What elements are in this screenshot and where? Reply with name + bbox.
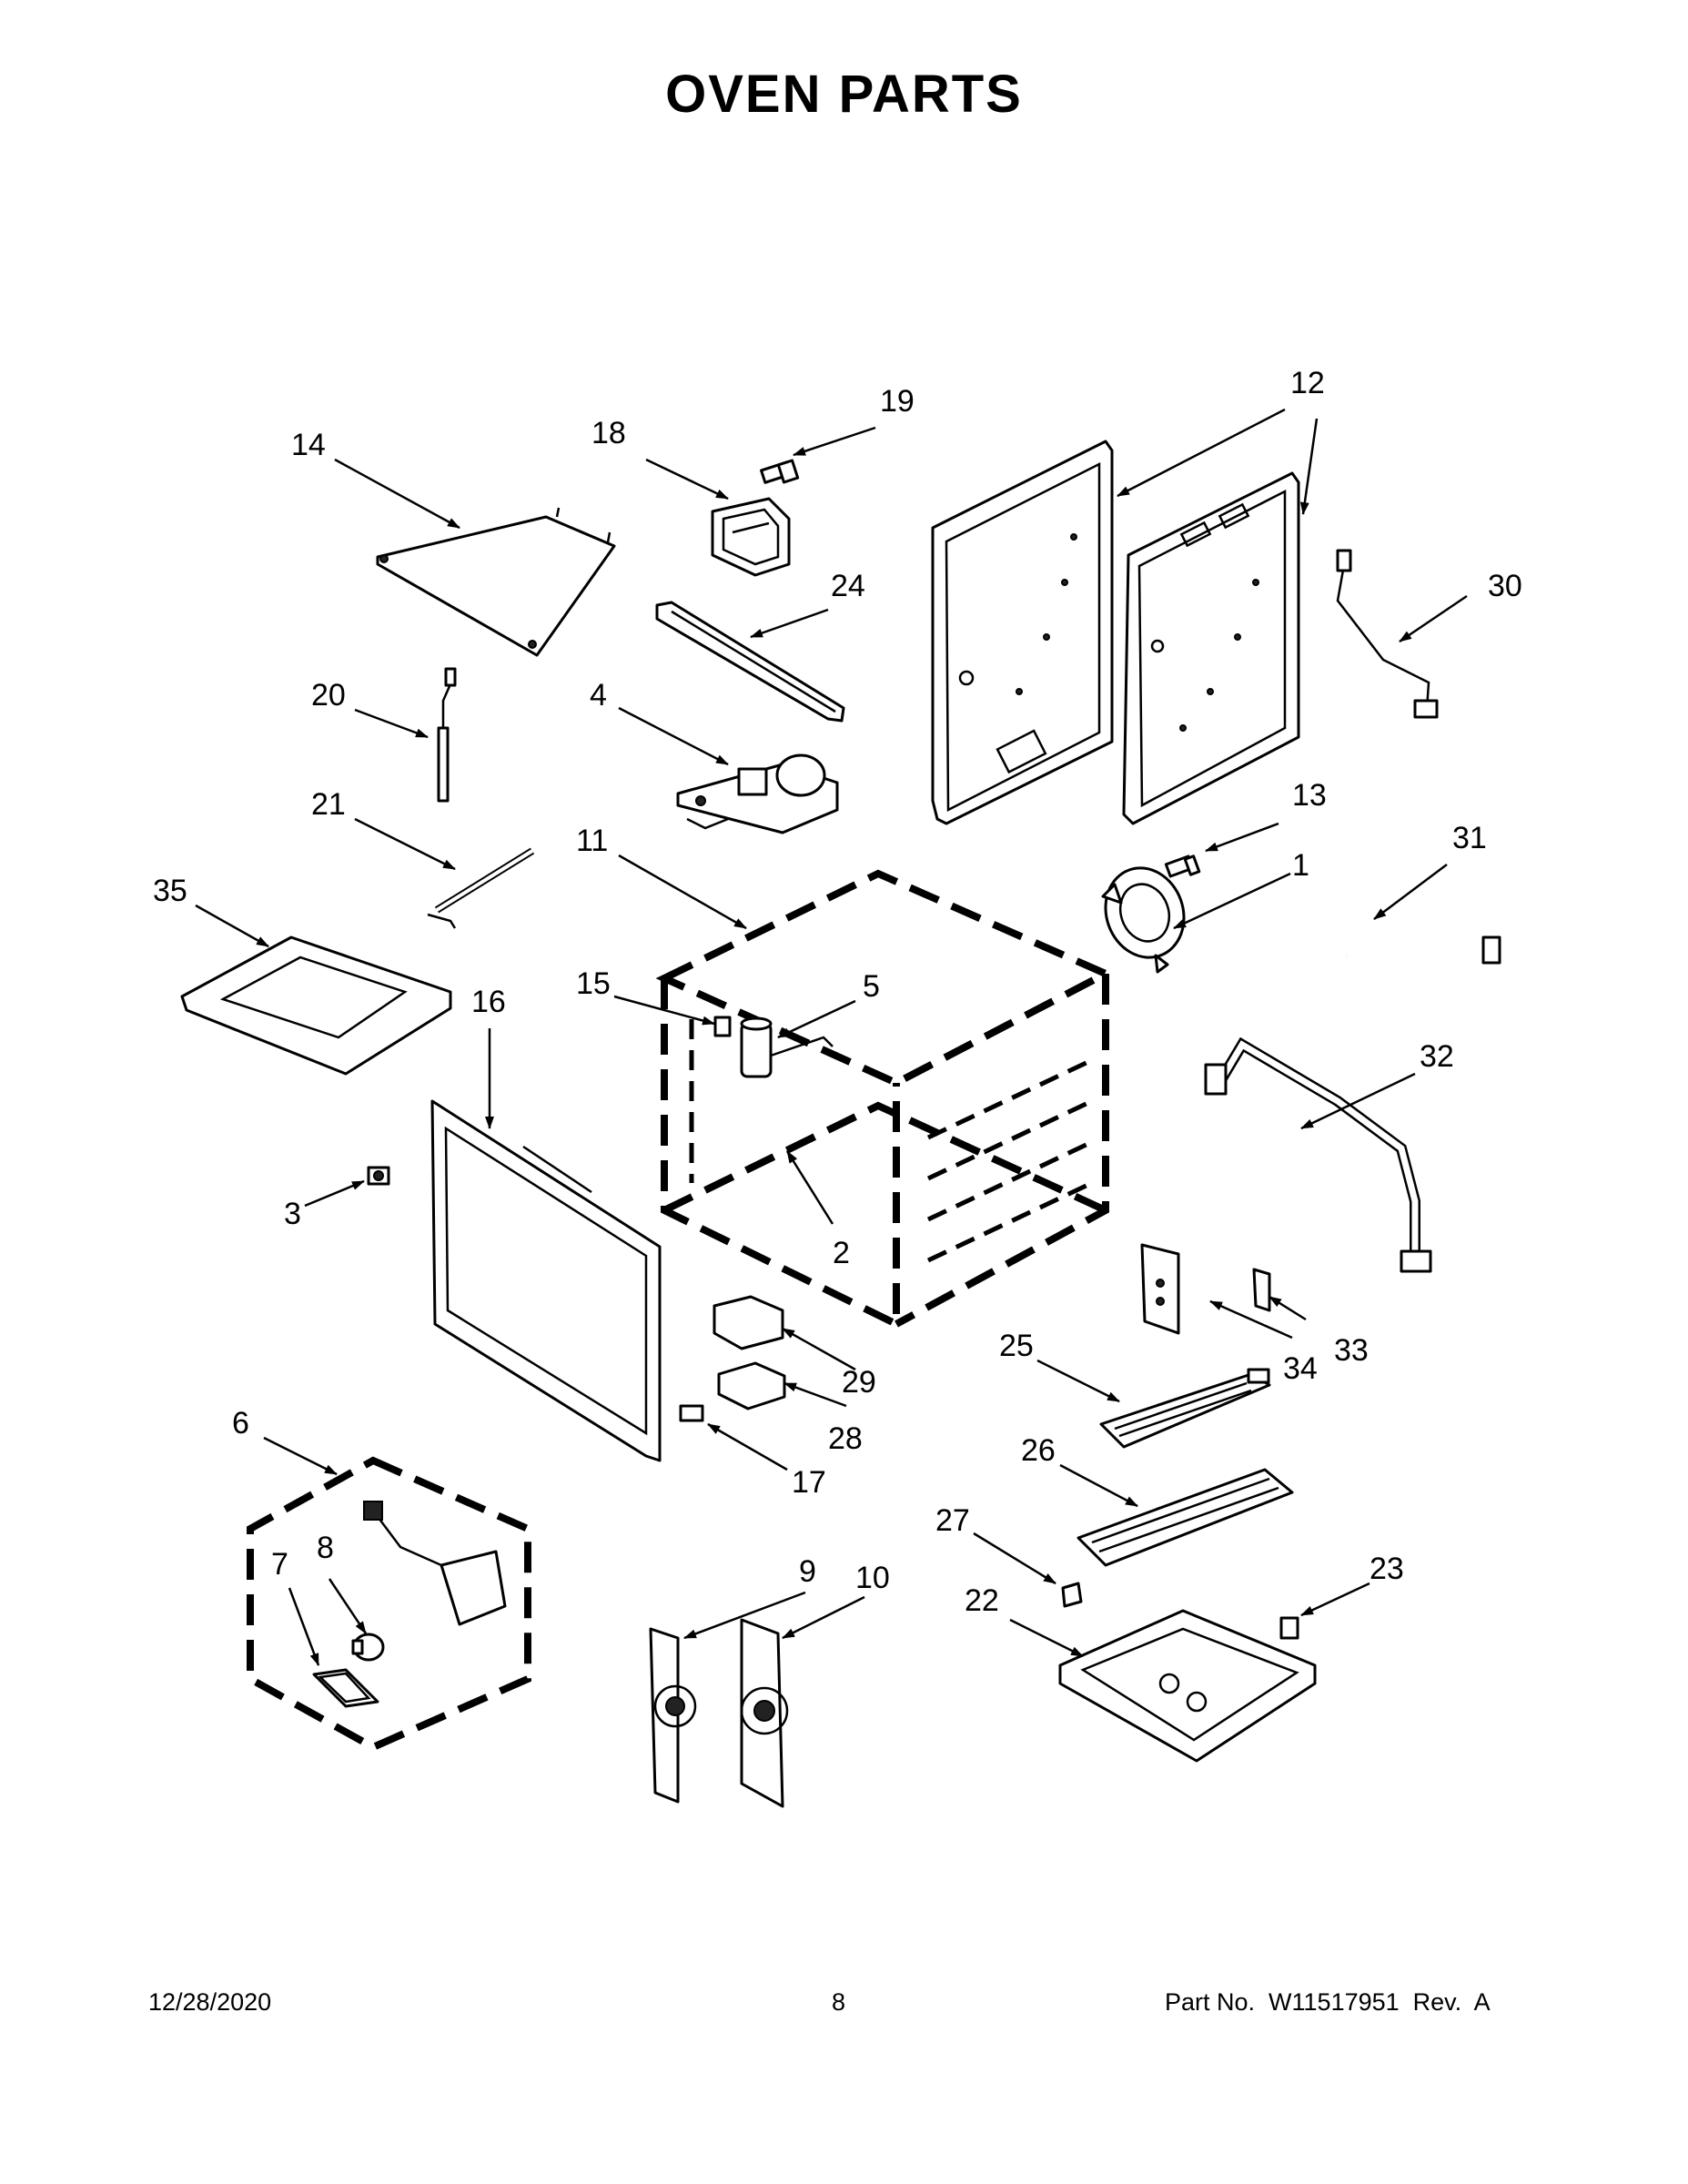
- callout-15: 15: [576, 966, 611, 1001]
- callout-9: 9: [799, 1554, 816, 1589]
- part-21-sensor: [427, 847, 535, 929]
- part-27-clip: [1061, 1582, 1083, 1608]
- part-24-rail: [655, 601, 845, 723]
- callout-23: 23: [1370, 1552, 1404, 1586]
- callout-29: 29: [842, 1365, 876, 1400]
- part-12-rear-panel-left: [931, 440, 1114, 825]
- part-11-oven-cavity: [655, 869, 1115, 1330]
- callout-7: 7: [271, 1547, 288, 1582]
- part-6-light-assembly-group: [247, 1456, 531, 1752]
- part-12-rear-panel-right: [1122, 471, 1300, 825]
- part-8-bulb: [351, 1633, 385, 1662]
- callout-35: 35: [153, 874, 187, 908]
- callout-19: 19: [880, 384, 915, 419]
- callout-6: 6: [232, 1406, 249, 1441]
- part-3-plug: [367, 1166, 390, 1186]
- callout-28: 28: [828, 1421, 863, 1456]
- part-23-screw: [1279, 1616, 1299, 1640]
- part-13-screw: [1164, 854, 1201, 878]
- part-10-hinge: [740, 1618, 789, 1808]
- callout-27: 27: [935, 1503, 970, 1538]
- callout-11: 11: [576, 824, 608, 858]
- callout-32: 32: [1420, 1039, 1454, 1074]
- part-15-screw: [713, 1016, 732, 1037]
- callout-16: 16: [471, 985, 506, 1019]
- footer-page-number: 8: [832, 1988, 846, 2016]
- callout-21: 21: [311, 787, 346, 822]
- part-35-rack: [180, 935, 452, 1076]
- part-14-shield: [376, 507, 616, 657]
- part-30-gas-tube: [1336, 549, 1439, 719]
- part-16-door-frame: [430, 1099, 662, 1462]
- callout-17: 17: [792, 1465, 826, 1500]
- callout-14: 14: [291, 428, 326, 462]
- callout-18: 18: [591, 416, 626, 450]
- part-7-lens: [312, 1668, 379, 1708]
- part-31-burner-tube: [1293, 898, 1501, 986]
- part-18-bracket: [711, 497, 791, 577]
- part-19-screw: [760, 459, 800, 484]
- callout-1: 1: [1292, 848, 1309, 883]
- part-9-hinge: [649, 1627, 697, 1804]
- footer-part-number: Part No. W11517951 Rev. A: [1165, 1988, 1491, 2016]
- part-4-valve-assembly: [676, 753, 839, 834]
- part-25-burner: [1099, 1368, 1271, 1449]
- part-34-plate: [1140, 1243, 1180, 1335]
- callout-13: 13: [1292, 778, 1327, 813]
- leader-arrows: [195, 408, 1468, 1666]
- callout-8: 8: [317, 1531, 334, 1565]
- callout-30: 30: [1488, 569, 1522, 603]
- callout-25: 25: [999, 1329, 1034, 1363]
- callout-24: 24: [831, 569, 865, 603]
- callout-labels: 12 19 18 14 24 30 20 4 13 21 11 31 1 35 …: [153, 366, 1522, 1618]
- callout-34: 34: [1283, 1351, 1318, 1386]
- part-28-block: [717, 1361, 786, 1410]
- callout-20: 20: [311, 678, 346, 713]
- part-20-igniter: [437, 667, 457, 803]
- callout-33: 33: [1334, 1333, 1369, 1368]
- callout-26: 26: [1021, 1433, 1056, 1468]
- callout-10: 10: [855, 1561, 890, 1595]
- page-title: OVEN PARTS: [665, 65, 1023, 124]
- callout-2: 2: [833, 1236, 850, 1270]
- part-1-thermostat: [1101, 866, 1186, 974]
- part-32-gas-tube: [1204, 1036, 1432, 1273]
- part-26-burner: [1076, 1468, 1294, 1567]
- callout-5: 5: [863, 969, 880, 1004]
- part-5-module: [740, 1016, 834, 1078]
- callout-12: 12: [1290, 366, 1325, 400]
- part-17-screw: [679, 1404, 704, 1422]
- part-22-burner-pan: [1058, 1609, 1317, 1763]
- callout-31: 31: [1452, 821, 1487, 855]
- part-33-bracket: [1252, 1268, 1271, 1312]
- footer-date: 12/28/2020: [148, 1988, 272, 2016]
- callout-4: 4: [590, 678, 607, 713]
- part-29-box: [713, 1295, 784, 1350]
- callout-22: 22: [965, 1583, 999, 1618]
- callout-3: 3: [284, 1197, 301, 1231]
